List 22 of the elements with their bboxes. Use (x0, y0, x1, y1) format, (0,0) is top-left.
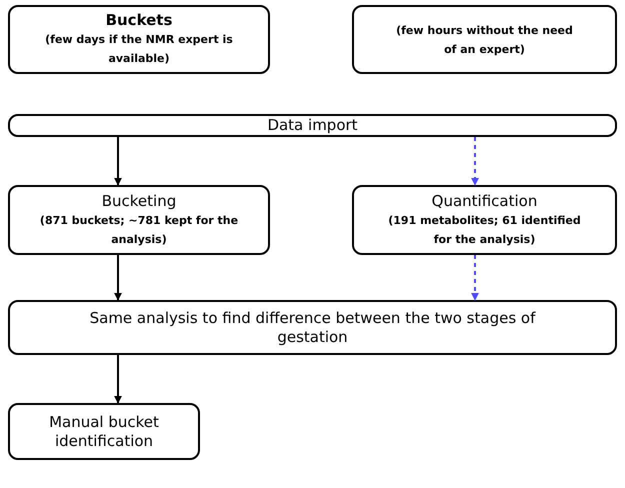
process-box (8, 114, 617, 137)
arrow (114, 137, 122, 186)
description-text: (few days if the NMR expert is available) (44, 32, 234, 67)
description-text: (871 buckets; ∼781 kept for the analysis) (39, 212, 239, 248)
box-title: Buckets (106, 11, 172, 30)
process-box (8, 403, 200, 460)
description-text: (191 metabolites; 61 identified for the analysis) (387, 212, 582, 248)
arrow (471, 255, 479, 301)
description-text: (few hours without the need of an expert) (395, 22, 574, 58)
box-label: Data import (267, 116, 358, 135)
process-box (8, 185, 270, 255)
box-title: Quantification (432, 192, 538, 210)
box-label: Same analysis to find difference between the two stages of gestation (88, 308, 537, 346)
process-box (352, 5, 617, 74)
process-box (352, 185, 617, 255)
box-title: Bucketing (102, 192, 176, 210)
arrow (114, 255, 122, 301)
process-box (8, 300, 617, 355)
box-label: Manual bucket identification (48, 412, 160, 450)
process-box (8, 5, 270, 74)
arrow (471, 137, 479, 186)
arrow (114, 355, 122, 404)
